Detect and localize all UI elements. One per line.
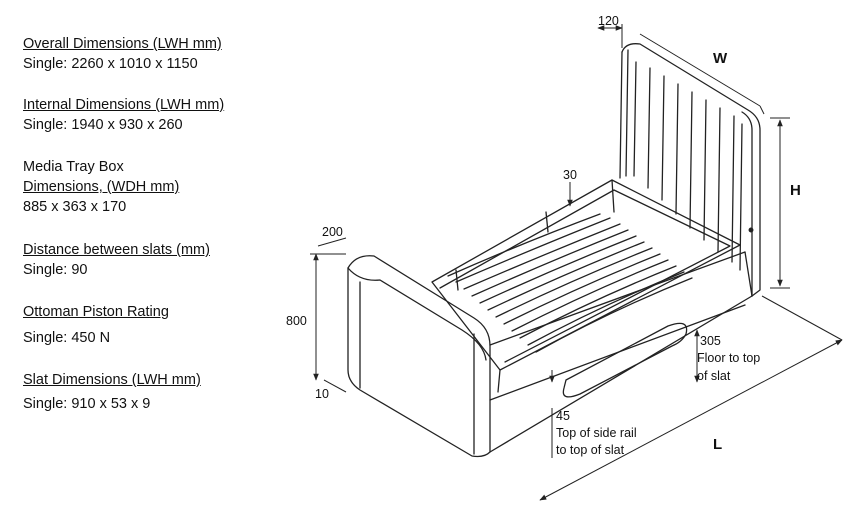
dim-foot-clearance: 10 <box>315 387 329 401</box>
dim-footboard-height: 800 <box>286 314 307 328</box>
dim-width: W <box>713 50 728 67</box>
headboard <box>619 43 761 297</box>
dim-rail-to-slat-line2: to top of slat <box>556 443 625 457</box>
spec-media-tray-heading-pre: Media Tray Box <box>23 159 124 175</box>
spec-piston-heading: Ottoman Piston Rating <box>23 304 169 320</box>
dim-slat-gap: 30 <box>563 168 577 182</box>
spec-slat-distance-heading: Distance between slats (mm) <box>23 242 210 258</box>
dim-floor-to-slat-line1: Floor to top <box>697 351 760 365</box>
spec-internal-value: Single: 1940 x 930 x 260 <box>23 117 183 133</box>
dim-floor-to-slat-line2: of slat <box>697 369 731 383</box>
footboard <box>347 255 491 458</box>
spec-slat-distance: Distance between slats (mm) Single: 90 <box>23 240 210 280</box>
spec-slat-distance-value: Single: 90 <box>23 262 88 278</box>
spec-piston-value: Single: 450 N <box>23 330 111 346</box>
dim-headboard-depth: 120 <box>598 14 619 28</box>
spec-media-tray-heading: Dimensions, (WDH mm) <box>23 179 180 195</box>
slat-frame <box>431 179 741 393</box>
spec-piston: Ottoman Piston Rating Single: 450 N <box>23 302 169 348</box>
spec-internal: Internal Dimensions (LWH mm) Single: 194… <box>23 95 224 135</box>
spec-media-tray: Media Tray Box Dimensions, (WDH mm) 885 … <box>23 157 179 217</box>
dim-rail-to-slat-value: 45 <box>556 409 570 423</box>
spec-slat-dims: Slat Dimensions (LWH mm) Single: 910 x 5… <box>23 370 201 414</box>
spec-overall-value: Single: 2260 x 1010 x 1150 <box>23 56 198 72</box>
dim-footboard-depth: 200 <box>322 225 343 239</box>
spec-media-tray-value: 885 x 363 x 170 <box>23 199 127 215</box>
spec-slat-dims-heading: Slat Dimensions (LWH mm) <box>23 372 201 388</box>
dim-height: H <box>790 182 801 199</box>
dim-floor-to-slat-value: 305 <box>700 334 721 348</box>
dim-rail-to-slat-line1: Top of side rail <box>556 426 637 440</box>
spec-overall-heading: Overall Dimensions (LWH mm) <box>23 36 222 52</box>
dim-length: L <box>713 436 722 453</box>
spec-internal-heading: Internal Dimensions (LWH mm) <box>23 97 225 113</box>
spec-overall: Overall Dimensions (LWH mm) Single: 2260… <box>23 34 222 74</box>
spec-slat-dims-value: Single: 910 x 53 x 9 <box>23 396 151 412</box>
